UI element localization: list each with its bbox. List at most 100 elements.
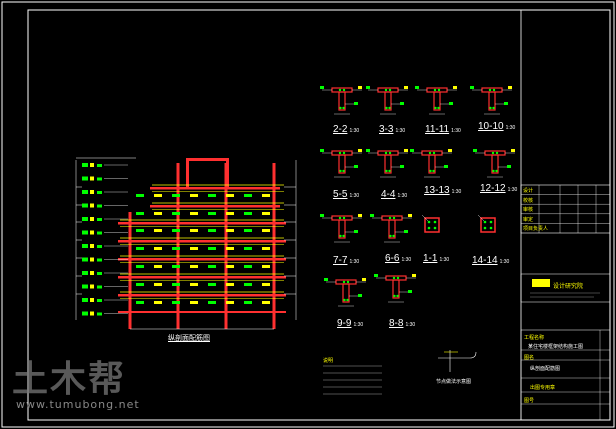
section-rebar-dot: [491, 151, 495, 155]
elevation-annotation-mark: [82, 257, 88, 262]
section-flange: [335, 279, 357, 285]
elevation-annotation-mark: [97, 204, 102, 208]
elevation-rebar-tag: [136, 194, 144, 197]
section-id: 3-3: [379, 124, 394, 135]
elevation-annotation-mark: [90, 257, 94, 262]
elevation-rebar-tag: [226, 229, 234, 232]
elevation-annotation-mark: [90, 190, 94, 194]
elevation-rebar-tag: [136, 283, 144, 286]
section-rebar-dot: [489, 106, 492, 110]
section-scale: 1:30: [505, 125, 516, 131]
elevation-annotation-mark: [97, 191, 102, 194]
elevation-floor-beam: [118, 240, 286, 243]
elevation-rebar-tag: [172, 194, 180, 197]
elevation-floor-beam: [118, 222, 286, 225]
detail-caption: 节点做法示意图: [436, 379, 472, 385]
section-leader: [477, 214, 485, 222]
elevation-floor-beam: [118, 276, 286, 279]
elevation-rebar-tag: [226, 194, 234, 197]
watermark-logo-text: 土木帮: [12, 359, 127, 400]
elevation-annotation-mark: [82, 217, 88, 221]
elevation-rebar-tag: [226, 265, 234, 268]
section-note-mark: [404, 149, 408, 152]
section-note-mark: [448, 149, 452, 152]
elevation-rebar-tag: [262, 301, 270, 304]
section-rebar-dot: [492, 106, 495, 110]
section-note-mark: [470, 86, 474, 89]
section-web: [433, 91, 441, 111]
section-note-mark: [404, 86, 408, 89]
elevation-rebar-tag: [190, 229, 198, 232]
section-rebar-dot: [434, 106, 437, 110]
elevation-rebar-tag: [136, 265, 144, 268]
section-scale: 1:30: [499, 259, 510, 265]
section-note-mark: [320, 149, 324, 152]
logo-mark: [532, 279, 550, 287]
elevation-rebar-tag: [244, 265, 252, 268]
elevation-rebar-tag: [172, 265, 180, 268]
section-rebar-dot: [433, 226, 437, 230]
elevation-annotation-mark: [97, 258, 102, 262]
elevation-floor-beam: [150, 205, 280, 208]
section-rebar-dot: [488, 88, 492, 92]
elevation-rebar-tag: [226, 247, 234, 250]
elevation-rebar-tag: [190, 212, 198, 215]
section-rebar-dot: [385, 169, 388, 173]
section-scale: 1:30: [395, 128, 406, 134]
section-note-mark: [354, 102, 358, 105]
section-id: 1-1: [423, 253, 438, 264]
section-note-mark: [358, 294, 362, 297]
section-rebar-dot: [338, 151, 342, 155]
logo-frame: [520, 273, 611, 303]
elevation-rebar-tag: [154, 301, 162, 304]
elevation-annotation-mark: [82, 190, 88, 194]
elevation-annotation-mark: [82, 163, 88, 167]
elevation-annotation-mark: [97, 299, 102, 302]
section-note-mark: [404, 230, 408, 233]
section-web: [388, 219, 396, 239]
section-rebar-dot: [384, 88, 388, 92]
section-rebar-dot: [342, 280, 346, 284]
section-web: [384, 154, 392, 174]
elevation-rebar-tag: [208, 301, 216, 304]
elevation-rebar-tag: [208, 194, 216, 197]
section-note-mark: [412, 274, 416, 277]
site-watermark: 土木帮 www.tumubong.net: [8, 350, 168, 420]
section-note-mark: [444, 165, 448, 168]
section-id: 13-13: [424, 185, 450, 196]
section-id: 11-11: [425, 124, 450, 135]
elevation-rebar-tag: [244, 229, 252, 232]
elevation-rebar-tag: [154, 212, 162, 215]
section-rebar-dot: [437, 106, 440, 110]
elevation-rebar-tag: [262, 212, 270, 215]
section-note-mark: [354, 165, 358, 168]
section-rebar-dot: [489, 226, 493, 230]
logo-text: 设计研究院: [553, 284, 584, 290]
section-rebar-dot: [483, 226, 487, 230]
section-note-mark: [508, 86, 512, 89]
elevation-rebar-tag: [172, 301, 180, 304]
info-frame: [520, 329, 611, 421]
section-rebar-dot: [388, 106, 391, 110]
elevation-rebar-tag: [172, 212, 180, 215]
notes-title: 说明: [323, 358, 334, 364]
section-rebar-dot: [393, 294, 396, 298]
section-outline: [424, 217, 440, 233]
section-rebar-dot: [392, 234, 395, 238]
section-scale: 1:30: [349, 193, 360, 199]
elevation-annotation-mark: [82, 284, 88, 289]
section-rebar-dot: [429, 169, 432, 173]
section-rebar-dot: [339, 106, 342, 110]
section-flange: [484, 150, 506, 156]
elevation-annotation-mark: [82, 203, 88, 208]
title-row-label: 校核: [523, 197, 534, 204]
section-scale: 1:30: [451, 189, 462, 195]
section-note-mark: [507, 165, 511, 168]
watermark-url: www.tumubong.net: [16, 398, 140, 411]
section-rebar-dot: [342, 169, 345, 173]
section-rebar-dot: [483, 220, 487, 224]
section-flange: [421, 150, 443, 156]
section-web: [338, 219, 346, 239]
section-flange: [377, 150, 399, 156]
